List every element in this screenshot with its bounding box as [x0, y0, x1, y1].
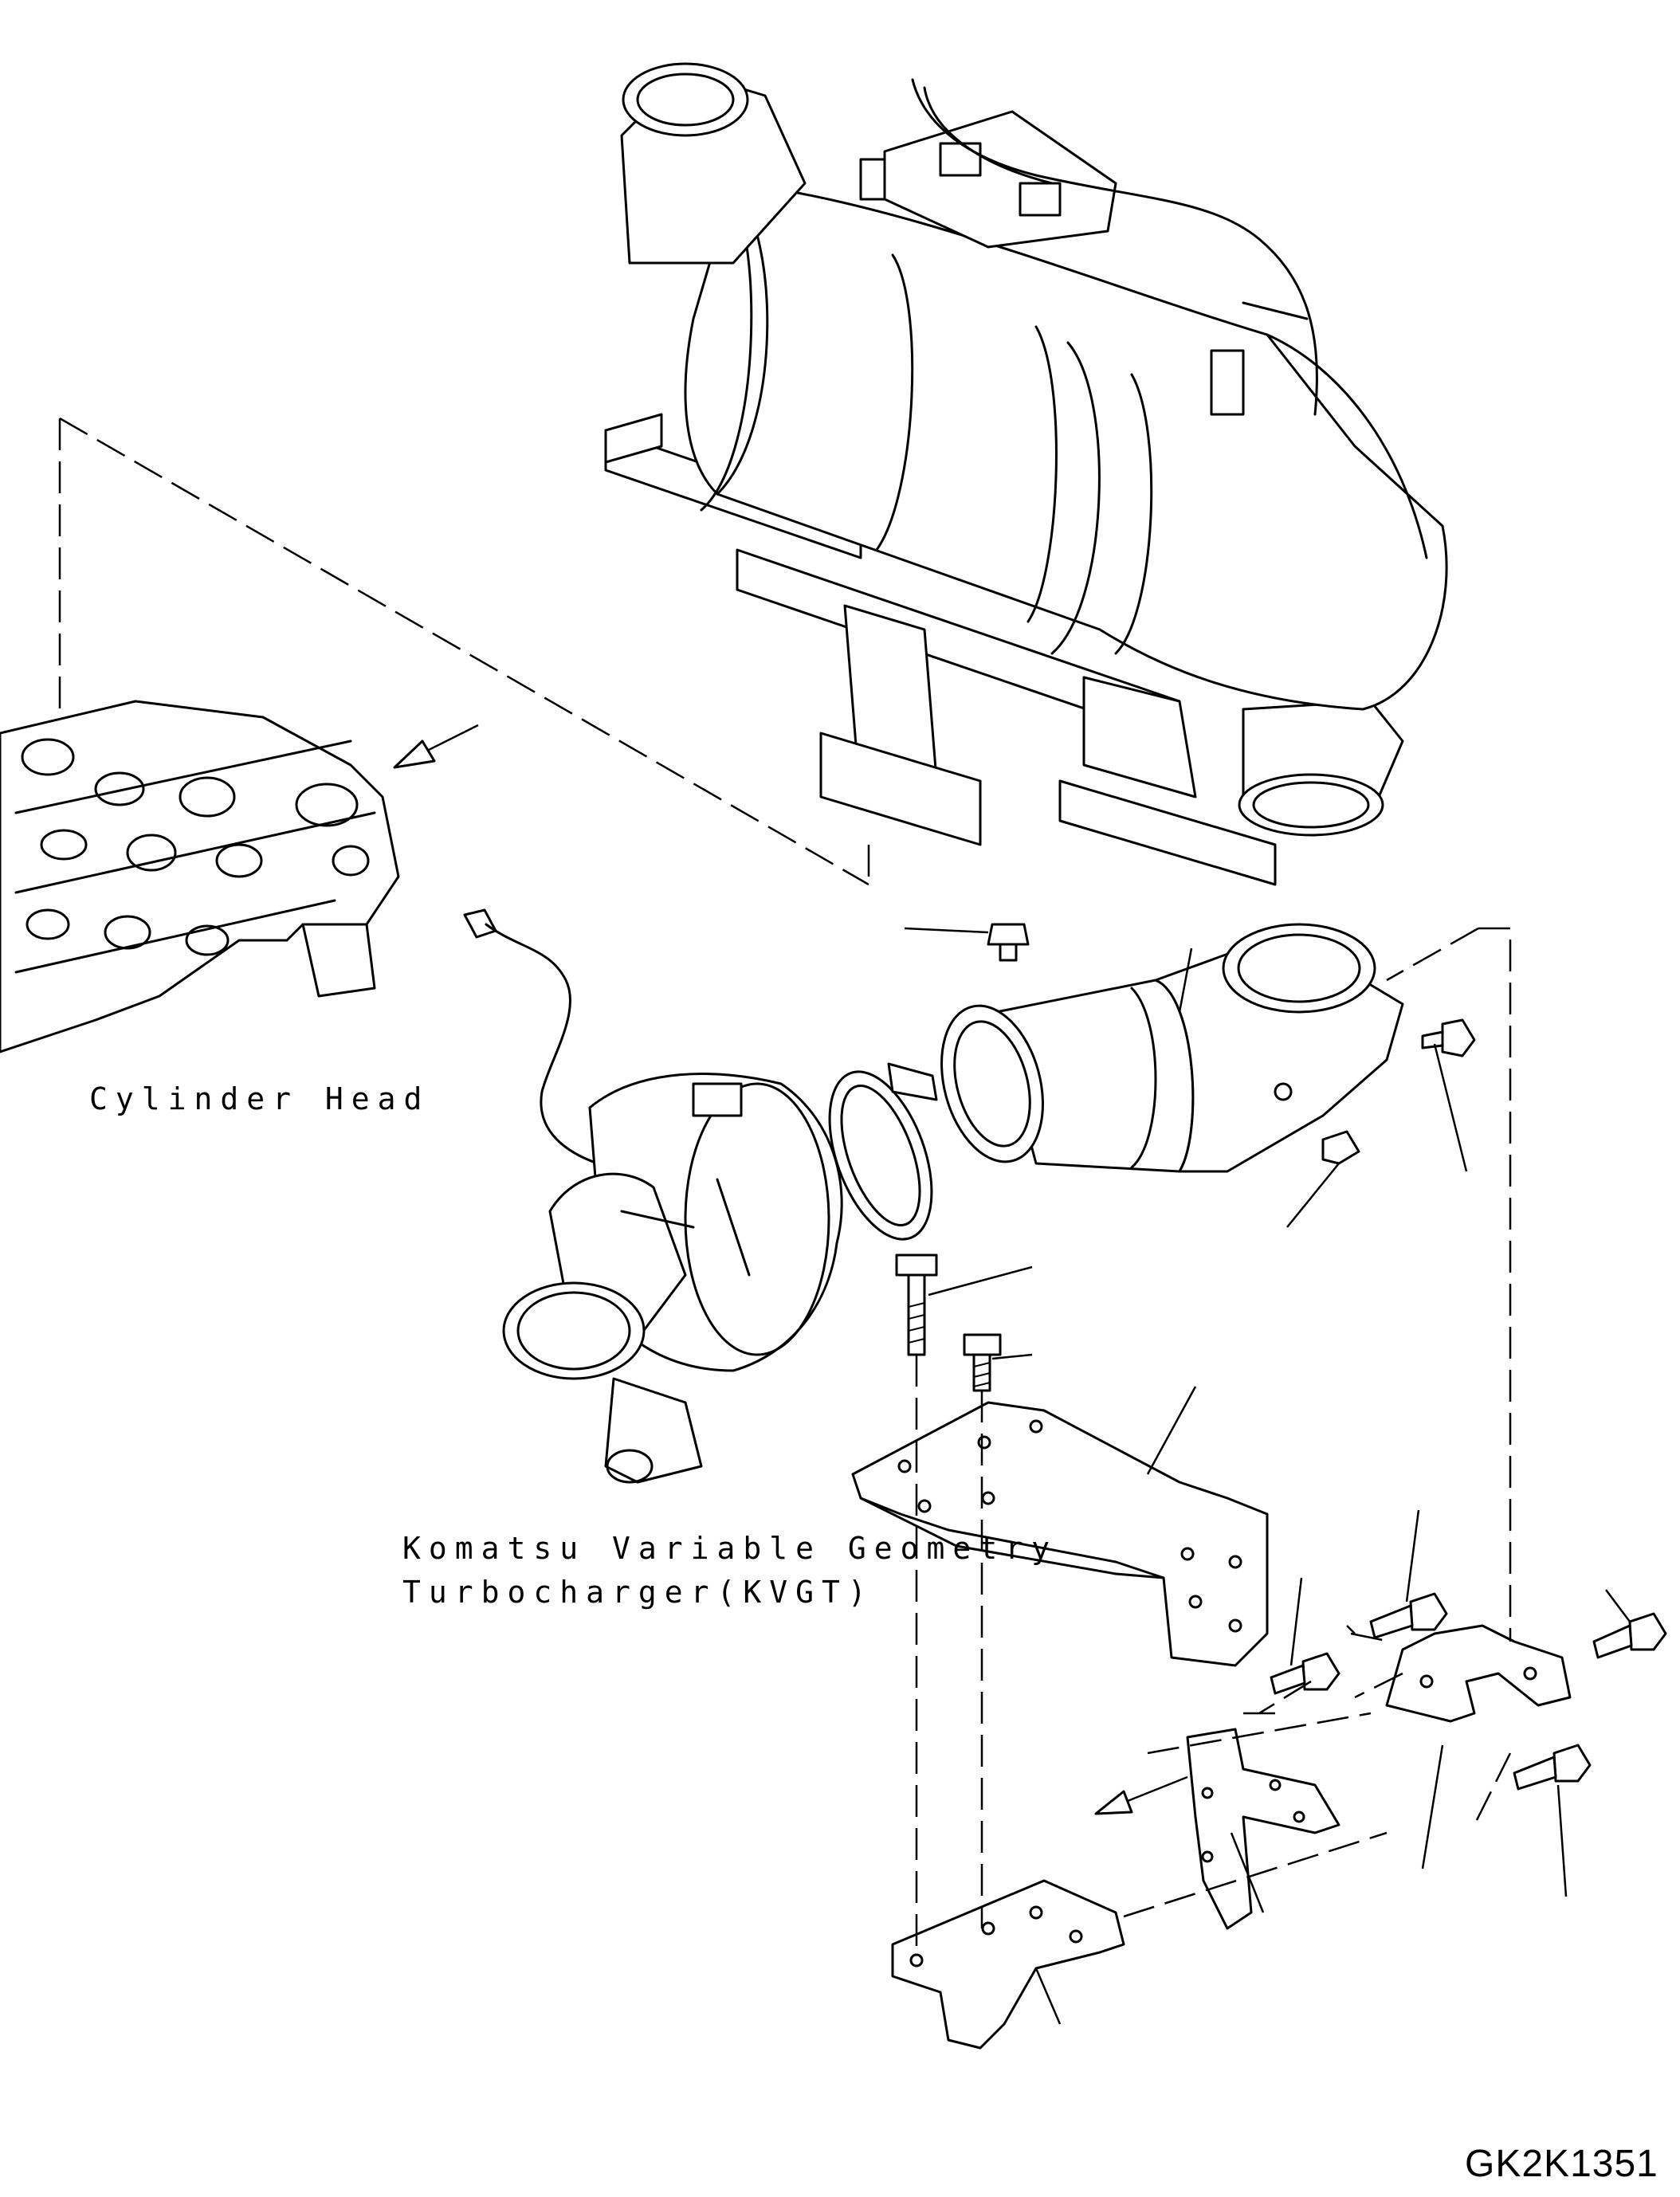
turbocharger	[502, 1073, 843, 1484]
bolt-short	[963, 1333, 1002, 1392]
leader-lines	[904, 927, 1631, 2025]
gusset-bracket	[1186, 1728, 1340, 1930]
drawing-code: GK2K1351	[1465, 2143, 1658, 2185]
bolt-2	[1421, 1018, 1476, 1057]
kvgt-label-line1: Komatsu Variable Geometry	[402, 1531, 1058, 1566]
lower-foot-bracket	[891, 1879, 1125, 2050]
bolt-1	[987, 923, 1030, 962]
cylinder-head	[0, 700, 400, 1053]
sensor-harness	[463, 908, 631, 1173]
bolt-h1	[1369, 1592, 1448, 1639]
alignment-lines	[58, 417, 1512, 1952]
cylinder-head-label: Cylinder Head	[89, 1081, 430, 1116]
bolt-long	[895, 1253, 938, 1356]
bolt-h4	[1513, 1744, 1592, 1791]
connector-pipe	[940, 923, 1404, 1173]
direction-arrows	[393, 724, 1188, 1815]
kvgt-label-line2: Turbocharger(KVGT)	[402, 1575, 874, 1610]
v-band-clamp	[828, 1062, 938, 1241]
bolt-3	[1321, 1130, 1360, 1165]
upper-right-bracket	[1385, 1624, 1572, 1723]
brackets	[851, 1401, 1572, 2050]
bolt-h3	[1592, 1612, 1667, 1659]
aftertreatment-unit	[604, 62, 1448, 886]
bolt-h2	[1270, 1652, 1340, 1695]
bolts	[895, 923, 1667, 1791]
